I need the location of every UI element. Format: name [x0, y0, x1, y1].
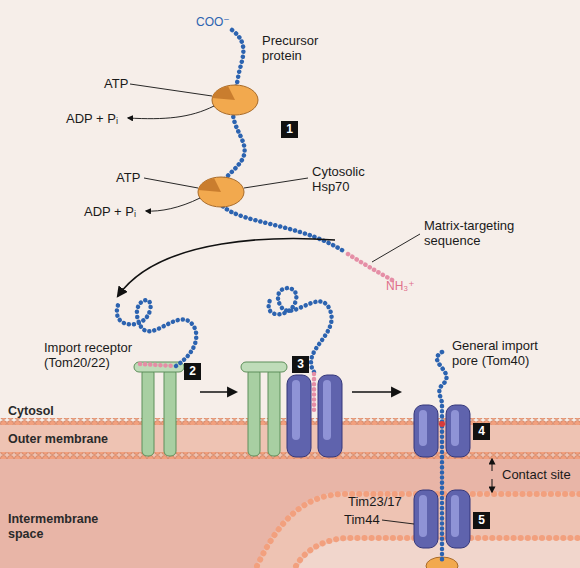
leader-line — [372, 234, 420, 262]
hsp70-cleft — [212, 86, 235, 100]
part-label: Tim44 — [344, 512, 380, 527]
hsp70-body — [212, 85, 258, 115]
import-receptor — [241, 362, 287, 456]
pore-highlight — [292, 380, 300, 440]
hsp70-body — [198, 177, 244, 207]
release-arrow — [128, 106, 214, 119]
bracket-arrow — [492, 479, 493, 492]
pore-highlight — [419, 410, 427, 446]
hsp70-chaperone — [198, 177, 244, 207]
precursor-chain — [117, 300, 196, 366]
pore-half — [318, 375, 342, 457]
callout-number: 1 — [281, 121, 298, 138]
pore-highlight — [451, 495, 459, 537]
part-label: ATP — [116, 170, 140, 185]
part-label: Cytosolic Hsp70 — [312, 164, 384, 194]
region-label: Cytosol — [8, 404, 54, 419]
leader-line — [382, 520, 414, 524]
marker-dot — [439, 421, 445, 427]
pore-half — [414, 490, 438, 548]
leader-line — [244, 178, 308, 188]
leader-line — [130, 84, 212, 96]
terminus-label: COO⁻ — [196, 15, 230, 30]
pore-half — [446, 405, 470, 457]
targeting-sequence — [312, 374, 317, 410]
pore-half — [287, 375, 311, 457]
pore-half — [446, 490, 470, 548]
step-arrow — [200, 391, 236, 393]
callout-number: 4 — [473, 423, 490, 440]
part-label: Tim23/17 — [348, 494, 402, 509]
flow-arrow — [118, 239, 335, 296]
tom40-pore — [287, 375, 342, 457]
pore-highlight — [451, 410, 459, 446]
pore-half — [414, 405, 438, 457]
part-label: Contact site — [502, 467, 580, 482]
receptor-subunit — [164, 368, 176, 456]
hsp70-chaperone — [212, 85, 258, 115]
callout-number: 5 — [473, 512, 490, 529]
part-label: Matrix-targeting sequence — [424, 218, 554, 248]
part-label: General import pore (Tom40) — [452, 338, 562, 368]
import-receptor — [134, 362, 184, 456]
part-label: ADP + Pᵢ — [84, 204, 136, 219]
part-label: ADP + Pᵢ — [66, 111, 118, 126]
release-arrow — [146, 198, 200, 211]
hsp70-cleft — [198, 178, 221, 192]
part-label: Import receptor (Tom20/22) — [44, 340, 140, 370]
targeting-sequence — [140, 364, 175, 366]
callout-number: 3 — [292, 356, 309, 373]
pore-highlight — [323, 380, 331, 440]
receptor-subunit — [142, 368, 154, 456]
terminus-label: NH₃⁺ — [386, 279, 415, 294]
intermembrane-area — [0, 456, 580, 568]
bracket-arrow — [492, 459, 493, 471]
receptor-subunit — [268, 368, 280, 456]
precursor-chain — [218, 30, 345, 252]
part-label: Precursor protein — [262, 33, 334, 63]
receptor-subunit — [248, 368, 260, 456]
step-arrow — [352, 391, 400, 393]
region-label: Intermembrane space — [8, 512, 118, 542]
region-label: Outer membrane — [8, 432, 108, 447]
leader-line — [144, 178, 198, 188]
pore-highlight — [419, 495, 427, 537]
targeting-sequence — [348, 254, 392, 280]
cytosol-area — [0, 0, 580, 422]
precursor-chain — [269, 288, 332, 372]
precursor-chain — [437, 352, 447, 560]
callout-number: 2 — [184, 363, 201, 380]
part-label: ATP — [104, 76, 128, 91]
receptor-cap — [241, 362, 287, 372]
